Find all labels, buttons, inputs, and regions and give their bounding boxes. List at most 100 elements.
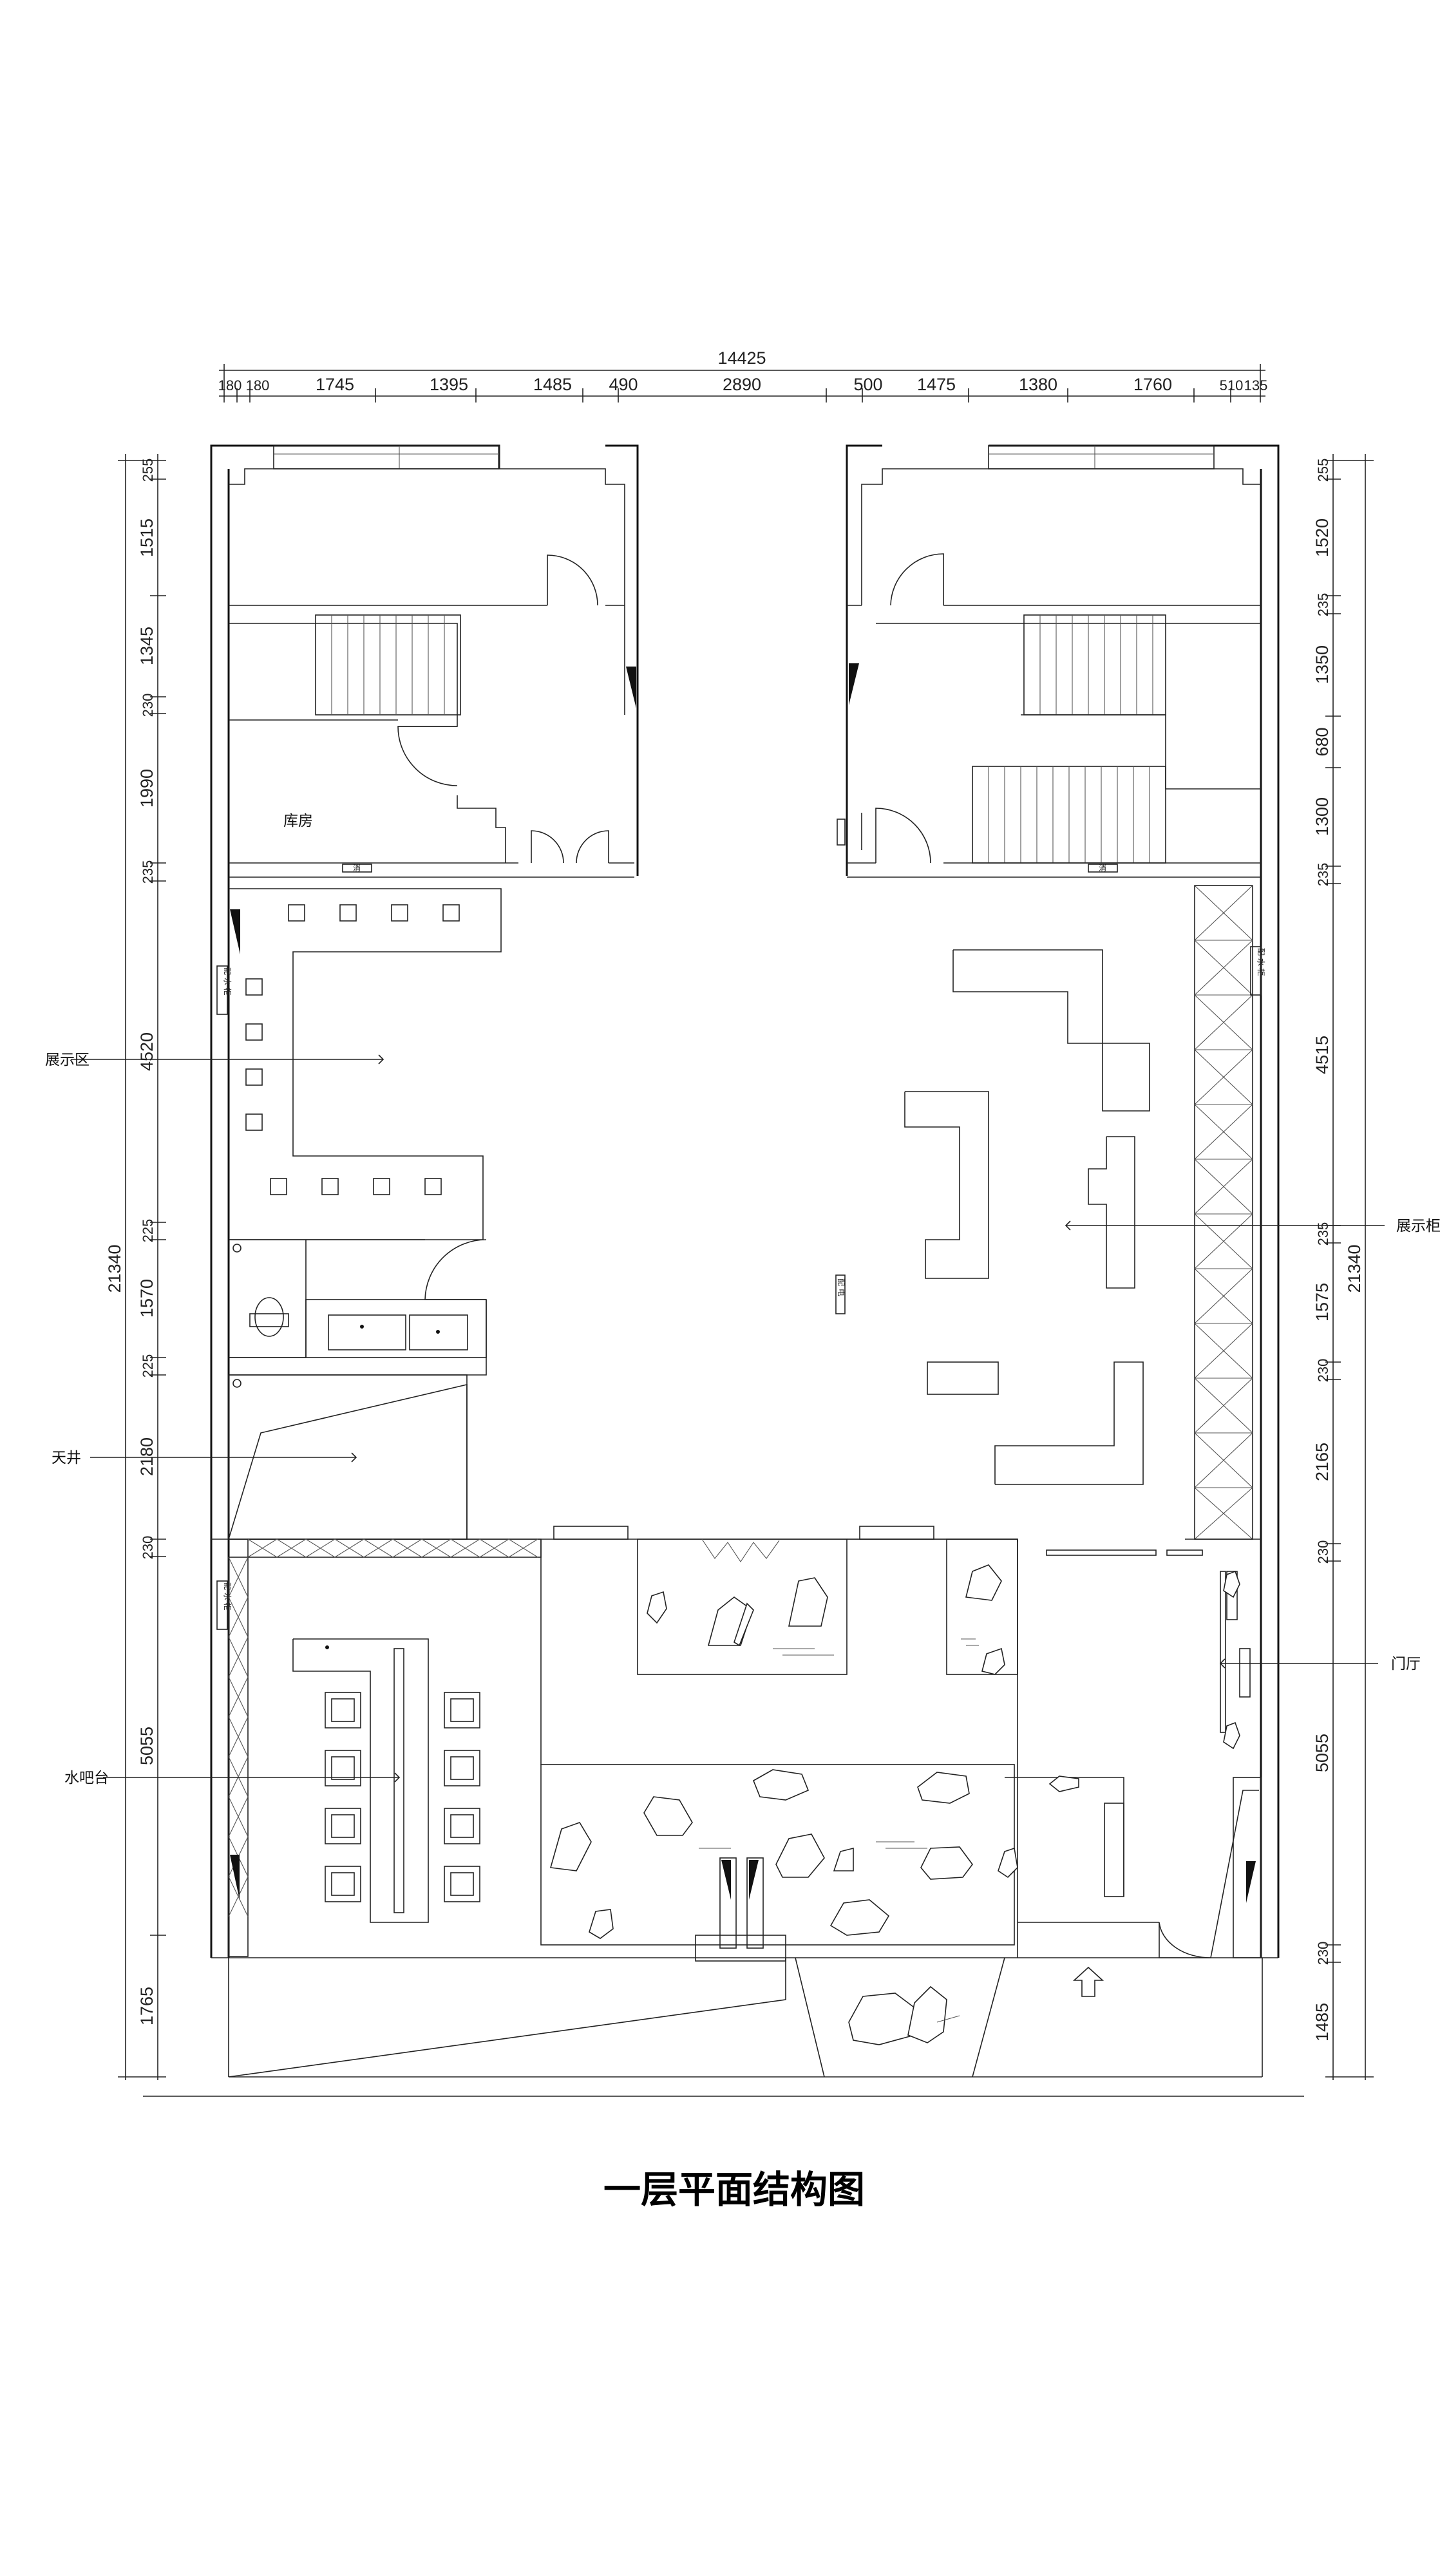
display-plinth: [245, 1113, 263, 1131]
dim-left-7: 4520: [137, 1032, 156, 1071]
washbasin: [328, 1314, 406, 1350]
dim-left-8: 225: [140, 1219, 156, 1243]
dim-right-10: 1575: [1312, 1283, 1332, 1321]
fire-equipment-marker: [230, 909, 240, 954]
left-dimension-ticks: [118, 460, 166, 2078]
dim-left-total: 21340: [105, 1244, 124, 1293]
dim-top-11: 1760: [1133, 375, 1172, 394]
dim-right-3: 235: [1315, 593, 1331, 617]
callout-foyer: 门厅: [1391, 1656, 1421, 1672]
entrance-arrow-icon: [1072, 1966, 1104, 1997]
dim-top-9: 1475: [917, 375, 956, 394]
bar-stools: [325, 1692, 480, 1902]
right-top-rooms: [847, 468, 1261, 878]
dim-top-3: 1745: [316, 375, 354, 394]
dim-top-7: 2890: [723, 375, 761, 394]
water-cabinet-tag-c: 配 水 柜: [1256, 948, 1265, 976]
dim-left-2: 1515: [137, 518, 156, 557]
dim-left-5: 1990: [137, 769, 156, 808]
right-top-doors: [849, 553, 944, 864]
dim-top-5: 1485: [533, 375, 572, 394]
display-plinth: [321, 1178, 339, 1195]
truss-top: [247, 1539, 538, 1558]
display-plinth: [245, 978, 263, 996]
callout-patio: 天井: [52, 1450, 81, 1466]
display-plinth: [442, 904, 460, 922]
top-dimension-chain: 14425 180 180 1745 1395 1485 490 2890 50…: [218, 348, 1268, 402]
left-top-doors: [397, 554, 636, 864]
water-bar-area: 配 水 柜: [211, 1539, 1018, 1957]
dim-top-total: 14425: [717, 348, 766, 368]
display-cabinet-cells: [1194, 885, 1253, 1540]
dim-top-2: 180: [246, 377, 270, 393]
dim-top-13: 135: [1244, 377, 1268, 393]
stair-treads-right-2: [988, 766, 1150, 863]
fire-box-tag-a: 消: [353, 864, 361, 873]
dim-right-total: 21340: [1345, 1244, 1364, 1293]
dim-top-1: 180: [218, 377, 242, 393]
left-display-area: 消 消 配 水 柜: [216, 864, 1118, 1240]
dim-right-16: 1485: [1312, 2003, 1332, 2041]
drawing-title: 一层平面结构图: [603, 2168, 865, 2211]
dim-left-14: 1765: [137, 1987, 156, 2025]
left-top-rooms: [229, 468, 634, 878]
toilet: [254, 1297, 284, 1337]
fire-equipment-marker: [230, 1855, 240, 1900]
water-cabinet-tag-a: 配 水 柜: [223, 967, 232, 996]
display-plinth: [391, 904, 408, 922]
dim-right-6: 1300: [1312, 797, 1332, 836]
dim-top-4: 1395: [430, 375, 468, 394]
display-plinth: [339, 904, 357, 922]
right-dimension-chain: 21340 255 1520 235 1350 680 1300 235 451…: [1312, 454, 1374, 2080]
storage-room-label: 库房: [283, 813, 313, 829]
dim-right-14: 5055: [1312, 1734, 1332, 1772]
central-rock-garden: [540, 1539, 1018, 1962]
dim-right-2: 1520: [1312, 518, 1332, 557]
dim-right-4: 1350: [1312, 645, 1332, 684]
dim-right-13: 230: [1315, 1540, 1331, 1564]
front-setback: [228, 1957, 1005, 2078]
callout-display-cabinet: 展示柜: [1396, 1218, 1441, 1235]
dim-left-13: 5055: [137, 1727, 156, 1765]
dim-right-15: 230: [1315, 1942, 1331, 1965]
fire-equipment-marker: [626, 667, 636, 708]
dim-top-8: 500: [853, 375, 882, 394]
callout-leaders: [71, 1054, 1385, 1783]
dim-top-10: 1380: [1019, 375, 1057, 394]
dim-right-1: 255: [1315, 459, 1331, 482]
dim-left-9: 1570: [137, 1279, 156, 1318]
stair-treads-left: [331, 615, 445, 715]
foyer: [1005, 1539, 1262, 1997]
dim-left-11: 2180: [137, 1437, 156, 1476]
dim-left-3: 1345: [137, 627, 156, 665]
dim-left-6: 235: [140, 860, 156, 884]
dim-top-12: 510: [1220, 377, 1244, 393]
top-windows: [273, 445, 1215, 469]
dim-right-12: 2165: [1312, 1443, 1332, 1481]
dim-left-1: 255: [140, 459, 156, 482]
dim-right-5: 680: [1312, 727, 1332, 756]
top-dimension-ticks: [223, 364, 1261, 402]
callout-display-area: 展示区: [45, 1052, 90, 1068]
right-display-area: 配 电 配 水 柜: [835, 819, 1265, 1556]
display-plinth: [245, 1068, 263, 1086]
display-plinth: [373, 1178, 390, 1195]
bar-counter: [393, 1648, 404, 1913]
display-plinth: [270, 1178, 287, 1195]
dim-left-10: 225: [140, 1354, 156, 1378]
dim-right-11: 230: [1315, 1359, 1331, 1383]
fire-equipment-marker: [849, 663, 859, 705]
stair-treads-right-1: [1039, 615, 1153, 715]
restroom: [229, 1239, 487, 1376]
display-plinth: [424, 1178, 442, 1195]
dim-left-4: 230: [140, 694, 156, 717]
callout-water-bar: 水吧台: [64, 1770, 109, 1786]
power-tag: 配 电: [837, 1278, 846, 1296]
display-plinth: [288, 904, 305, 922]
water-cabinet-tag-b: 配 水 柜: [223, 1582, 232, 1611]
dim-left-12: 230: [140, 1536, 156, 1560]
left-dimension-chain: 21340 255 1515 1345 230 1990 235 4520 22…: [105, 454, 166, 2080]
dim-top-6: 490: [609, 375, 638, 394]
dim-right-7: 235: [1315, 863, 1331, 887]
